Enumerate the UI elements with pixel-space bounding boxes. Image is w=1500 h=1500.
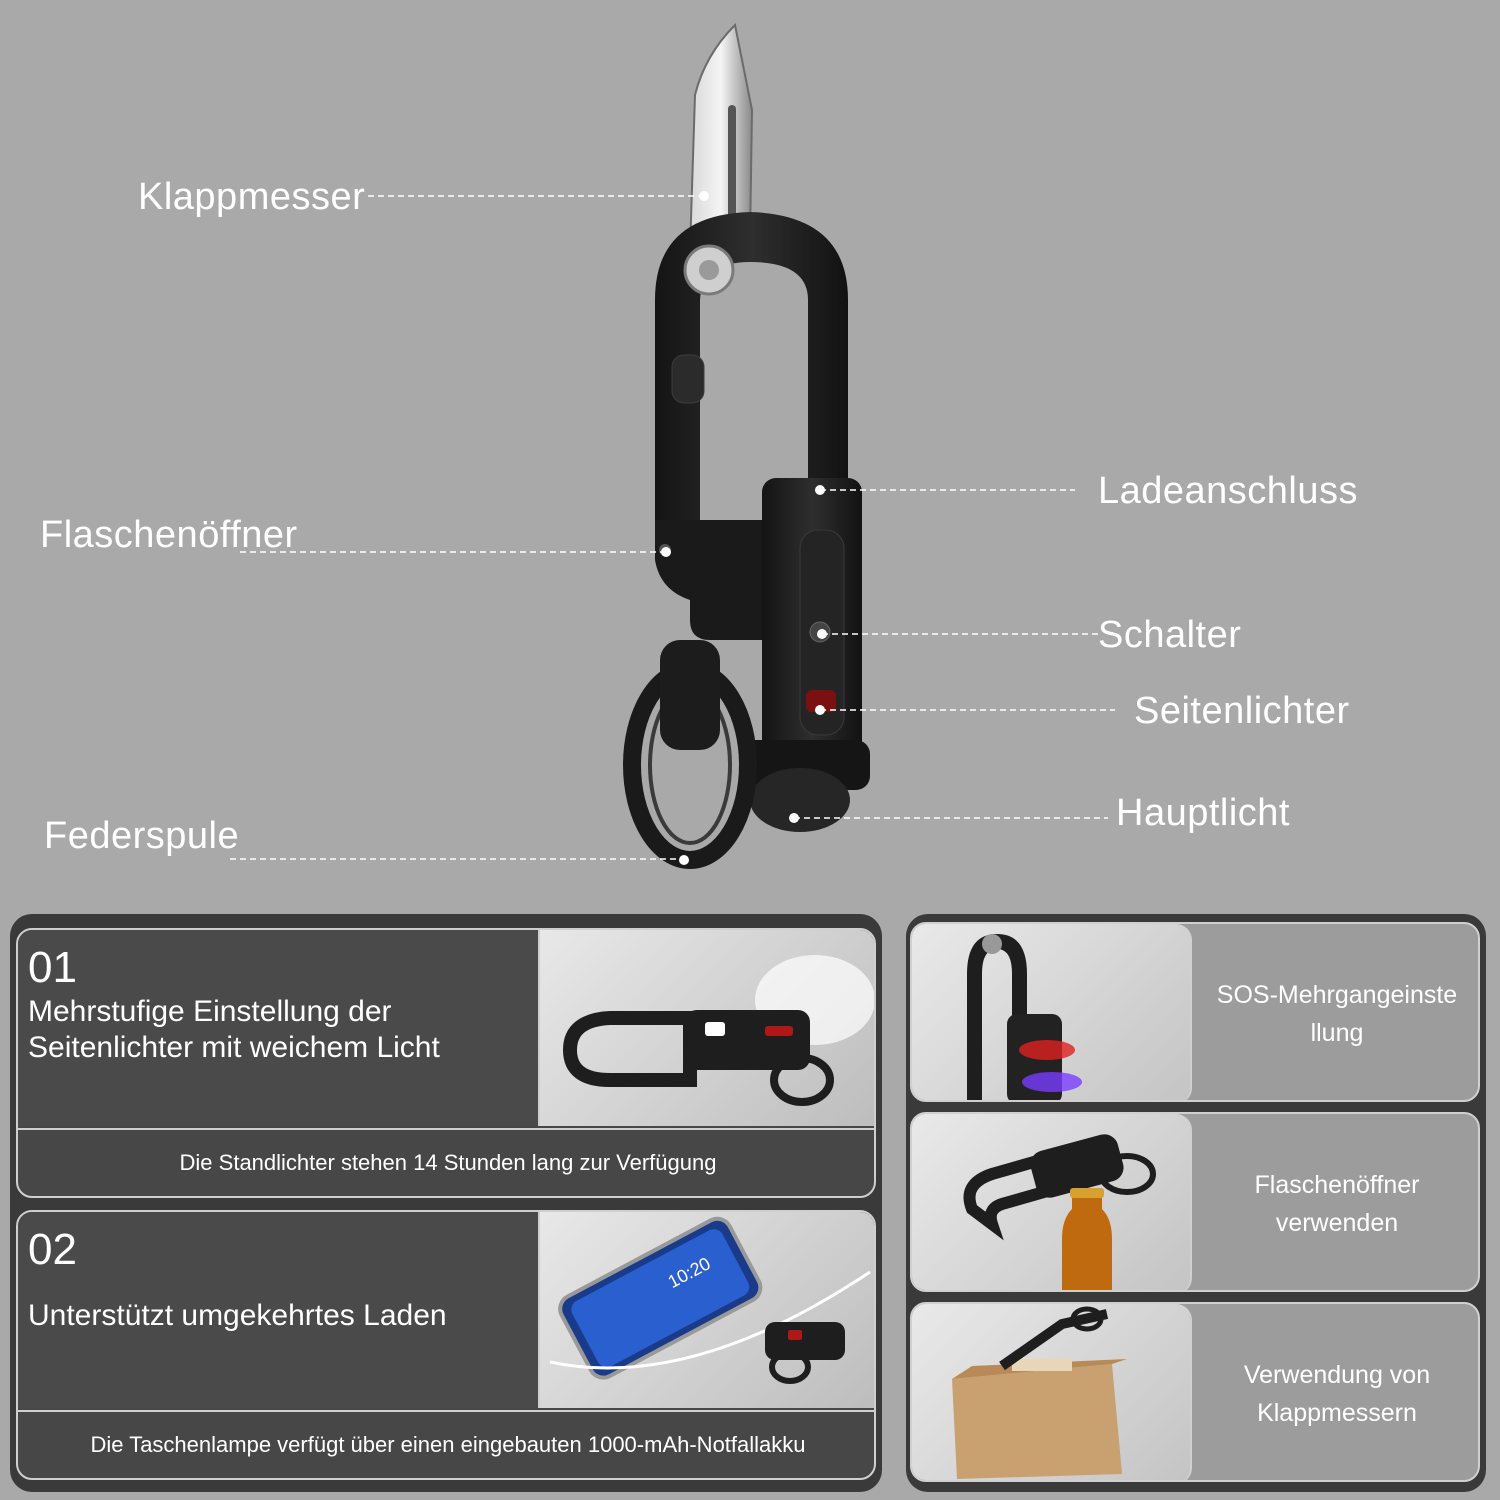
callout-side-lights: Seitenlichter xyxy=(1134,690,1350,732)
tile-label-line1: SOS-Mehrgangeinste xyxy=(1216,981,1458,1009)
side-lights-photo xyxy=(538,930,874,1126)
feature-title-line2: Seitenlichter mit weichem Licht xyxy=(28,1031,440,1064)
feature-number: 02 xyxy=(28,1225,77,1274)
callout-spring-coil: Federspule xyxy=(44,815,240,857)
feature-caption: Die Standlichter stehen 14 Stunden lang … xyxy=(18,1128,874,1196)
tile-label-line1: Flaschenöffner xyxy=(1254,1171,1420,1199)
usage-panel: SOS-Mehrgangeinste llung Flaschenöffner ve… xyxy=(906,914,1486,1492)
feature-caption: Die Taschenlampe verfügt über einen eing… xyxy=(18,1410,874,1478)
product-illustration xyxy=(230,22,1115,869)
tile-label: Flaschenöffner verwenden xyxy=(1194,1114,1478,1290)
feature-panel: 01 Mehrstufige Einstellung der Seitenlic… xyxy=(10,914,882,1492)
callout-bottle-opener: Flaschenöffner xyxy=(40,514,298,556)
tile-label-line2: verwenden xyxy=(1275,1209,1399,1237)
feature-title-line1: Unterstützt umgekehrtes Laden xyxy=(28,1299,447,1332)
tile-label-line2: llung xyxy=(1310,1019,1364,1047)
feature-card-01: 01 Mehrstufige Einstellung der Seitenlic… xyxy=(16,928,876,1198)
knife-box-photo xyxy=(912,1304,1192,1480)
tile-bottle-opener: Flaschenöffner verwenden xyxy=(910,1112,1480,1292)
callout-switch: Schalter xyxy=(1098,614,1242,656)
tile-sos: SOS-Mehrgangeinste llung xyxy=(910,922,1480,1102)
tile-label: SOS-Mehrgangeinste llung xyxy=(1194,924,1478,1100)
reverse-charging-photo: 10:20 xyxy=(538,1212,874,1408)
feature-title-line1: Mehrstufige Einstellung der xyxy=(28,995,392,1028)
tile-label-line2: Klappmessern xyxy=(1257,1399,1417,1427)
feature-text: 02 Unterstützt umgekehrtes Laden xyxy=(18,1212,538,1408)
sos-photo xyxy=(912,924,1192,1100)
product-stage: Klappmesser Flaschenöffner Federspule La… xyxy=(40,22,1359,869)
feature-text: 01 Mehrstufige Einstellung der Seitenlic… xyxy=(18,930,538,1126)
bottle-opener-photo xyxy=(912,1114,1192,1290)
feature-card-02: 02 Unterstützt umgekehrtes Laden 10:20 D… xyxy=(16,1210,876,1480)
callout-main-light: Hauptlicht xyxy=(1116,792,1290,834)
callout-knife: Klappmesser xyxy=(138,176,366,218)
feature-number: 01 xyxy=(28,943,77,992)
tile-label-line1: Verwendung von xyxy=(1243,1361,1431,1389)
callout-charging-port: Ladeanschluss xyxy=(1098,470,1359,512)
